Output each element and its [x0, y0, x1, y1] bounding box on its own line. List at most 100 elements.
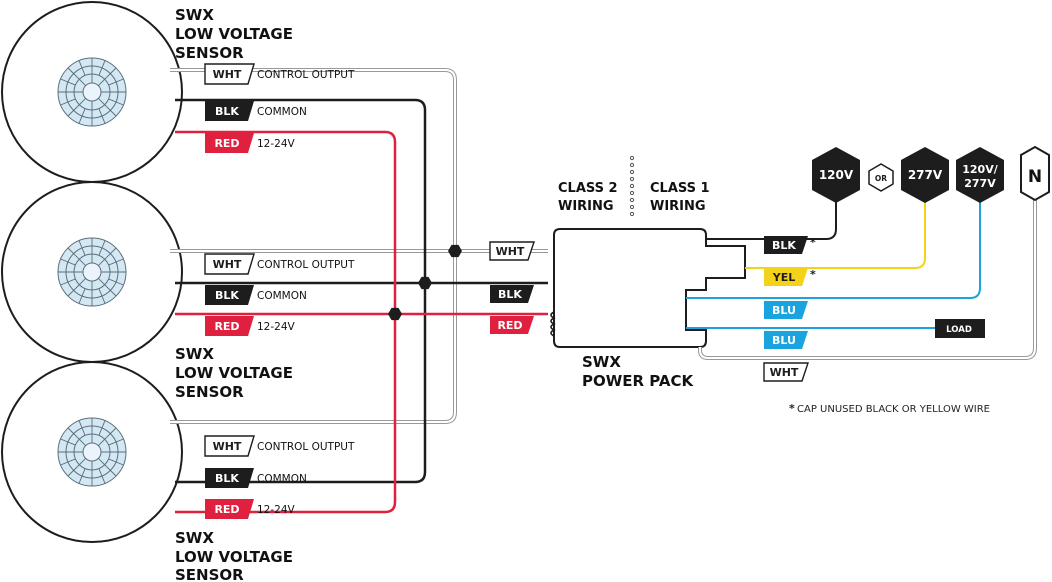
pp-input-wht-tag: WHT: [496, 245, 525, 258]
sensor-3-title-line-1: SWX: [175, 529, 214, 547]
pp-out-blk-label: BLK *: [764, 236, 816, 254]
power-pack-title-line-1: SWX: [582, 353, 621, 371]
footnote-text: CAP UNUSED BLACK OR YELLOW WIRE: [797, 404, 990, 415]
sensor-1-blk-desc: COMMON: [257, 106, 307, 118]
sensor-2: [1, 181, 183, 363]
sensor-1-red-desc: 12-24V: [257, 138, 296, 150]
sensor-1-title-line-3: SENSOR: [175, 44, 244, 62]
sensor-2-red-desc: 12-24V: [257, 321, 296, 333]
supply-120-277v: 120V/ 277V: [956, 147, 1004, 203]
pp-out-blu-line-label: BLU: [764, 301, 808, 319]
pp-neutral-wht-label: WHT: [763, 362, 809, 382]
class-2-line-2: WIRING: [558, 199, 614, 214]
supply-120-277v-line-1: 120V/: [962, 163, 998, 176]
sensor-3-red-label: RED 12-24V: [205, 499, 296, 519]
pp-out-blk-asterisk: *: [810, 236, 816, 249]
red-splice-icon: [388, 307, 402, 321]
sensor-3-blk-label: BLK COMMON: [205, 468, 307, 488]
sensor-2-red-label: RED 12-24V: [205, 316, 296, 336]
class-1-line-1: CLASS 1: [650, 181, 710, 196]
sensor-2-lens-icon: [57, 237, 127, 307]
load-label: LOAD: [935, 319, 985, 338]
blk-splice-icon: [418, 276, 432, 290]
supply-or-label: OR: [875, 174, 887, 183]
blk-bus-wire: [175, 98, 548, 484]
pp-input-red-label: RED: [490, 316, 534, 334]
neutral-wire-core: [699, 200, 1036, 359]
supply-neutral: N: [1020, 145, 1050, 202]
power-pack-body: [553, 228, 746, 348]
sensor-3-title-line-3: SENSOR: [175, 566, 244, 582]
sensor-3-title: SWX LOW VOLTAGE SENSOR: [175, 529, 293, 582]
sensor-3-blk-desc: COMMON: [257, 473, 307, 485]
sensor-1-wht-label: WHT CONTROL OUTPUT: [204, 63, 355, 85]
sensor-2-title-line-2: LOW VOLTAGE: [175, 364, 293, 382]
sensor-2-red-tag: RED: [214, 320, 239, 333]
sensor-1-blk-label: BLK COMMON: [205, 101, 307, 121]
supply-or: OR: [868, 163, 894, 192]
pp-out-blu-load-label: BLU: [764, 331, 808, 349]
sensor-1-wht-desc: CONTROL OUTPUT: [257, 69, 355, 81]
sensor-1-lens-icon: [57, 57, 127, 127]
class-1-line-2: WIRING: [650, 199, 706, 214]
sensor-3-wht-tag: WHT: [213, 440, 242, 453]
sensor-3-red-desc: 12-24V: [257, 504, 296, 516]
pp-blu-line-wire: [686, 195, 981, 299]
supply-277v: 277V: [901, 147, 949, 203]
supply-120-277v-line-2: 277V: [964, 177, 996, 190]
power-pack-wire-bundle: [550, 311, 556, 337]
sensor-3-lens-icon: [57, 417, 127, 487]
pp-out-blu-load-tag: BLU: [772, 334, 796, 347]
pp-input-blk-tag: BLK: [498, 288, 522, 301]
sensor-2-wht-tag: WHT: [213, 258, 242, 271]
sensor-3: [1, 361, 183, 543]
sensor-3-red-tag: RED: [214, 503, 239, 516]
pp-input-wht-label: WHT: [489, 241, 535, 261]
class-2-line-1: CLASS 2: [558, 181, 618, 196]
sensor-1: [1, 1, 183, 183]
supply-120v: 120V: [812, 147, 860, 203]
sensor-2-blk-desc: COMMON: [257, 290, 307, 302]
supply-277v-label: 277V: [908, 168, 943, 182]
power-pack-title-line-2: POWER PACK: [582, 372, 695, 390]
sensor-2-title-line-3: SENSOR: [175, 383, 244, 401]
pp-out-blk-tag: BLK: [772, 239, 796, 252]
supply-neutral-label: N: [1028, 167, 1042, 187]
red-bus-wire: [175, 130, 548, 514]
sensor-1-title-line-2: LOW VOLTAGE: [175, 25, 293, 43]
pp-out-blu-line-tag: BLU: [772, 304, 796, 317]
sensor-2-title-line-1: SWX: [175, 345, 214, 363]
pp-neutral-wht-tag: WHT: [770, 366, 799, 379]
pp-blk-out-wire: [706, 195, 837, 240]
footnote-star: *: [789, 402, 795, 415]
wiring-class-labels: CLASS 2 WIRING CLASS 1 WIRING: [558, 155, 710, 217]
footnote: * CAP UNUSED BLACK OR YELLOW WIRE: [789, 402, 990, 415]
pp-input-red-tag: RED: [497, 319, 522, 332]
pp-out-yel-tag: YEL: [772, 271, 796, 284]
sensor-2-blk-tag: BLK: [215, 289, 239, 302]
wht-splice-icon: [448, 244, 462, 258]
sensor-3-wht-desc: CONTROL OUTPUT: [257, 441, 355, 453]
sensor-1-wht-tag: WHT: [213, 68, 242, 81]
sensor-1-red-tag: RED: [214, 137, 239, 150]
sensor-3-title-line-2: LOW VOLTAGE: [175, 548, 293, 566]
sensor-2-title: SWX LOW VOLTAGE SENSOR: [175, 345, 293, 401]
class-divider-dots: [629, 155, 635, 217]
sensor-1-blk-tag: BLK: [215, 105, 239, 118]
sensor-1-title: SWX LOW VOLTAGE SENSOR: [175, 6, 293, 62]
sensor-3-wht-label: WHT CONTROL OUTPUT: [204, 435, 355, 457]
pp-out-yel-asterisk: *: [810, 268, 816, 281]
pp-out-yel-label: YEL *: [764, 268, 816, 286]
sensor-2-blk-label: BLK COMMON: [205, 285, 307, 305]
supply-120v-label: 120V: [819, 168, 854, 182]
load-tag: LOAD: [946, 325, 972, 335]
sensor-3-blk-tag: BLK: [215, 472, 239, 485]
sensor-1-title-line-1: SWX: [175, 6, 214, 24]
pp-yel-out-wire: [745, 195, 926, 269]
sensor-2-wht-desc: CONTROL OUTPUT: [257, 259, 355, 271]
sensor-1-red-label: RED 12-24V: [205, 133, 296, 153]
sensor-2-wht-label: WHT CONTROL OUTPUT: [204, 253, 355, 275]
pp-input-blk-label: BLK: [490, 285, 534, 303]
